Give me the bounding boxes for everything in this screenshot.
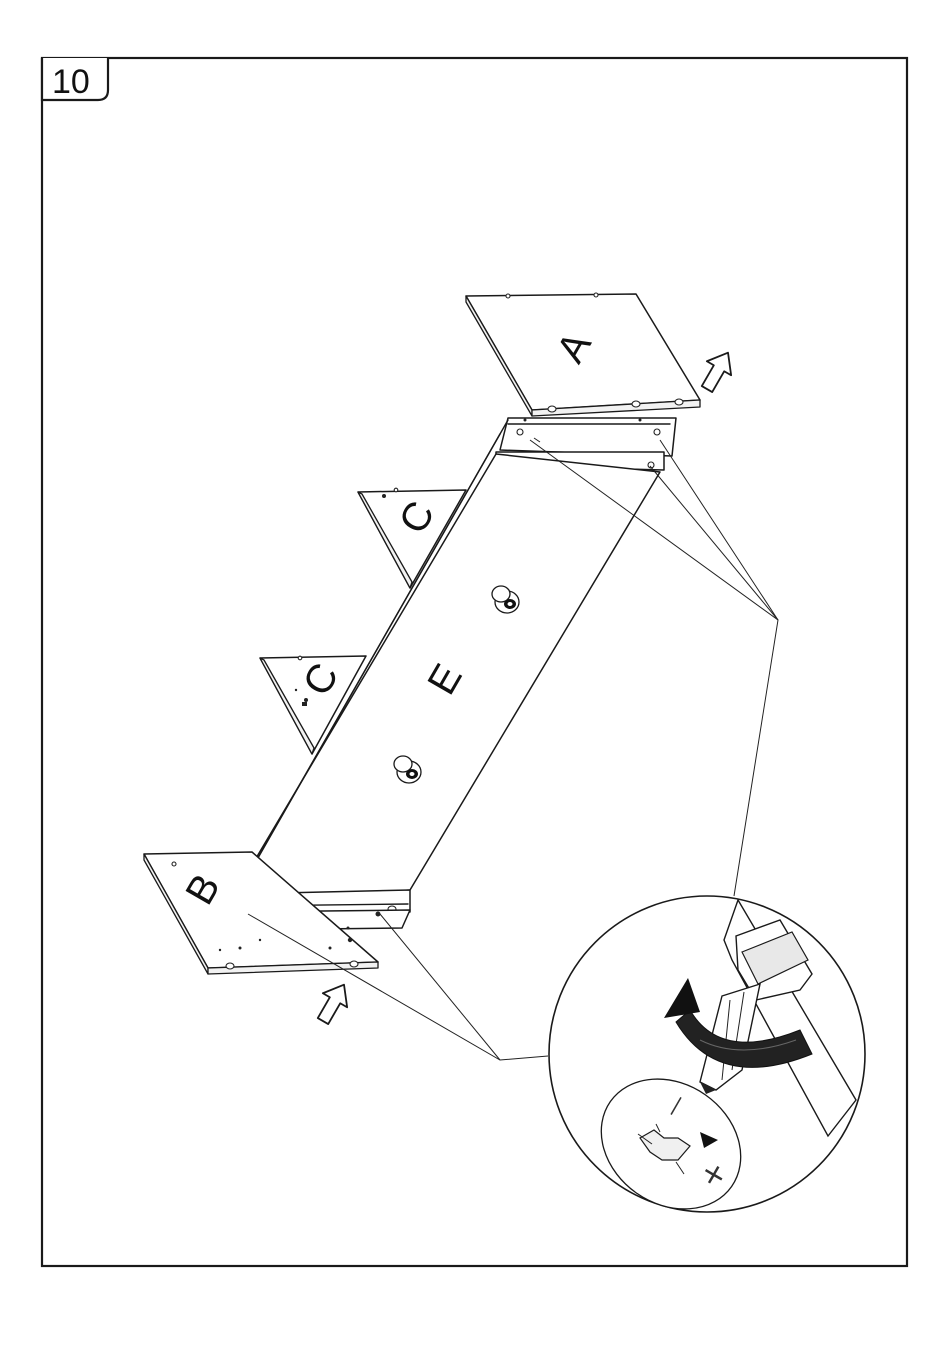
step-number-tab: 10 [42, 58, 108, 101]
step-number: 10 [52, 63, 90, 101]
push-arrow-icon [311, 978, 356, 1028]
panel-a: A [466, 293, 700, 416]
detail-callout: — + [549, 896, 865, 1236]
push-arrow-icon [695, 346, 740, 396]
